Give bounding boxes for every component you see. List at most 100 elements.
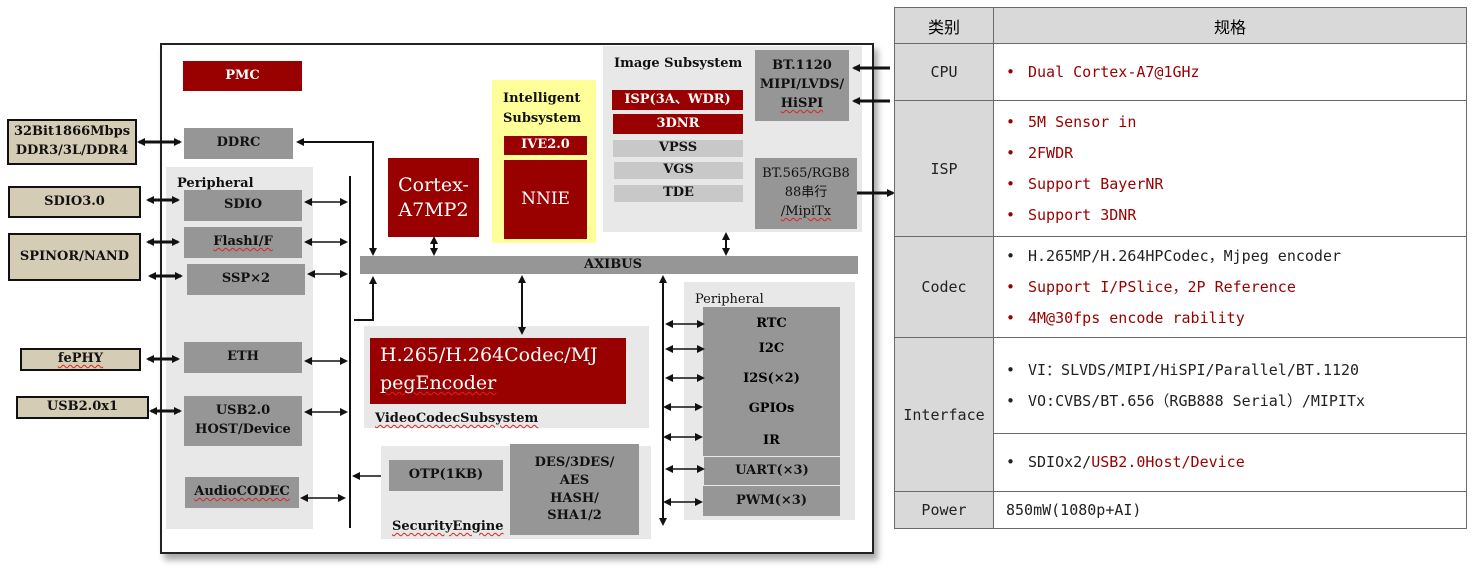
ext-fephy-label: fePHY	[57, 351, 104, 367]
spec-row-interface: Interface •VI：SLVDS/MIPI/HiSPI/Parallel/…	[894, 337, 1467, 492]
codec-line1: H.265/H.264Codec/MJ	[380, 344, 598, 366]
spec-item-text: Dual Cortex-A7@1GHz	[1028, 62, 1200, 81]
spec-item: •Support I/PSlice，2P Reference	[1006, 272, 1466, 303]
vpss-block: VPSS	[613, 140, 743, 157]
power-value: 850mW(1080p+AI)	[993, 491, 1467, 529]
spec-item: • Support BayerNR	[1006, 169, 1466, 200]
crypto-block: DES/3DES/ AES HASH/ SHA1/2	[510, 444, 639, 535]
spec-cell: •SDIOx2/USB2.0Host/Device	[993, 433, 1467, 492]
spec-item: •5M Sensor in	[1006, 107, 1466, 138]
axi-bus: AXIBUS	[360, 256, 858, 274]
audio-codec-label: AudioCODEC	[194, 484, 290, 500]
spec-item-text-red: USB2.0Host/Device	[1091, 453, 1245, 471]
audio-codec-block: AudioCODEC	[185, 477, 299, 508]
spec-item: • Support 3DNR	[1006, 200, 1466, 231]
left-peripheral-title: Peripheral	[177, 176, 254, 191]
vi-interface-block: BT.1120 MIPI/LVDS/ HiSPI	[755, 50, 849, 121]
ddrc-block: DDRC	[184, 128, 293, 159]
vi-line3: HiSPI	[780, 95, 824, 111]
spec-item: • 4M@30fps encode rability	[1006, 303, 1466, 334]
spec-item-text: 4M@30fps encode rability	[1028, 308, 1245, 327]
cpu-line2: A7MP2	[398, 198, 469, 221]
spec-item-text: VO:CVBS/BT.656（RGB888 Serial）/MIPITx	[1028, 391, 1366, 410]
intelligent-title-line2: Subsystem	[503, 111, 582, 126]
uart-block: UART(×3)	[704, 457, 840, 485]
spec-row-cpu: CPU • Dual Cortex-A7@1GHz	[894, 43, 1467, 101]
spec-item-text: 2FWDR	[1028, 143, 1074, 162]
video-codec-title: VideoCodecSubsystem	[375, 411, 538, 426]
bullet-icon: •	[1006, 174, 1016, 193]
category-cell: Codec	[894, 236, 994, 338]
ext-usb: USB2.0x1	[16, 396, 149, 419]
spec-item-text: H.265MP/H.264HPCodec，Mjpeg encoder	[1028, 246, 1342, 265]
security-engine-title: SecurityEngine	[392, 519, 503, 534]
3dnr-block: 3DNR	[613, 114, 743, 134]
crypto-line2: AES	[559, 472, 590, 488]
axi-bus-label: AXIBUS	[584, 257, 642, 272]
spec-item: •VI：SLVDS/MIPI/HiSPI/Parallel/BT.1120	[1006, 355, 1466, 386]
right-peripheral-title: Peripheral	[695, 292, 764, 307]
bullet-icon: •	[1006, 205, 1016, 224]
flash-if-block: FlashI/F	[184, 227, 302, 258]
category-cell: Power	[894, 491, 994, 529]
ext-fephy: fePHY	[20, 348, 141, 371]
vgs-block: VGS	[614, 162, 743, 179]
spec-cell: •VI：SLVDS/MIPI/HiSPI/Parallel/BT.1120 •V…	[993, 337, 1467, 434]
codec-block: H.265/H.264Codec/MJ pegEncoder	[370, 338, 626, 404]
category-cell: CPU	[894, 43, 994, 101]
nnie-block: NNIE	[504, 160, 587, 239]
spec-cell: •5M Sensor in • 2FWDR • Support BayerNR • S…	[993, 100, 1467, 237]
ive-block: IVE2.0	[504, 136, 587, 155]
ext-sdio: SDIO3.0	[8, 186, 141, 218]
tde-block: TDE	[614, 185, 743, 202]
security-engine-title-text: SecurityEngine	[392, 519, 504, 534]
bullet-icon: •	[1006, 246, 1016, 265]
ir-block: IR	[763, 432, 780, 448]
bullet-icon: •	[1006, 453, 1016, 471]
bullet-icon: •	[1006, 391, 1016, 410]
rtc-block: RTC	[756, 315, 787, 331]
codec-line2: pegEncoder	[380, 372, 497, 394]
ext-ddr-line2: DDR3/3L/DDR4	[15, 143, 129, 158]
bullet-icon: •	[1006, 277, 1016, 296]
spec-cell: • H.265MP/H.264HPCodec，Mjpeg encoder •Sup…	[993, 236, 1467, 338]
eth-block: ETH	[184, 342, 302, 373]
pmc-block: PMC	[183, 61, 302, 91]
image-subsystem-title: Image Subsystem	[614, 56, 743, 71]
i2c-block: I2C	[758, 340, 785, 356]
sdio-block: SDIO	[184, 190, 302, 221]
vo-line1: BT.565/RGB8	[762, 166, 850, 182]
intelligent-subsystem-title: Intelligent Subsystem	[503, 89, 581, 129]
otp-block: OTP(1KB)	[389, 460, 503, 491]
usb-line1: USB2.0	[215, 403, 271, 419]
gpio-block: GPIOs	[748, 400, 795, 416]
usb-line2: HOST/Device	[195, 422, 291, 437]
spec-item: • Dual Cortex-A7@1GHz	[1006, 57, 1466, 88]
spec-item-text: VI：SLVDS/MIPI/HiSPI/Parallel/BT.1120	[1028, 360, 1360, 379]
vo-line3: /MipiTx	[780, 203, 832, 219]
spec-item-text: Support BayerNR	[1028, 174, 1164, 193]
bullet-icon: •	[1006, 112, 1016, 131]
crypto-line1: DES/3DES/	[534, 455, 615, 471]
header-spec: 规格	[993, 7, 1467, 44]
vo-interface-block: BT.565/RGB8 88串行 /MipiTx	[755, 158, 857, 229]
cpu-block: Cortex-A7MP2	[388, 158, 479, 237]
spec-item: • H.265MP/H.264HPCodec，Mjpeg encoder	[1006, 241, 1466, 272]
category-cell: ISP	[894, 100, 994, 237]
ext-ddr-line1: 32Bit1866Mbps	[13, 124, 131, 140]
bullet-icon: •	[1006, 308, 1016, 327]
vi-line2: MIPI/LVDS/	[759, 77, 845, 93]
spec-cell: • Dual Cortex-A7@1GHz	[993, 43, 1467, 101]
flash-if-label: FlashI/F	[213, 234, 273, 250]
spec-item: • VO:CVBS/BT.656（RGB888 Serial）/MIPITx	[1006, 386, 1466, 417]
spec-row-codec: Codec • H.265MP/H.264HPCodec，Mjpeg encode…	[894, 236, 1467, 338]
bullet-icon: •	[1006, 62, 1016, 81]
spec-item-text: Support 3DNR	[1028, 205, 1137, 224]
crypto-line4: SHA1/2	[547, 508, 602, 524]
right-peripheral-group	[703, 307, 840, 456]
spec-header-row: 类别 规格	[894, 7, 1467, 44]
spec-item: •SDIOx2/USB2.0Host/Device	[1006, 447, 1466, 478]
vo-line2: 88串行	[784, 185, 828, 201]
video-codec-title-text: VideoCodecSubsystem	[375, 411, 539, 426]
